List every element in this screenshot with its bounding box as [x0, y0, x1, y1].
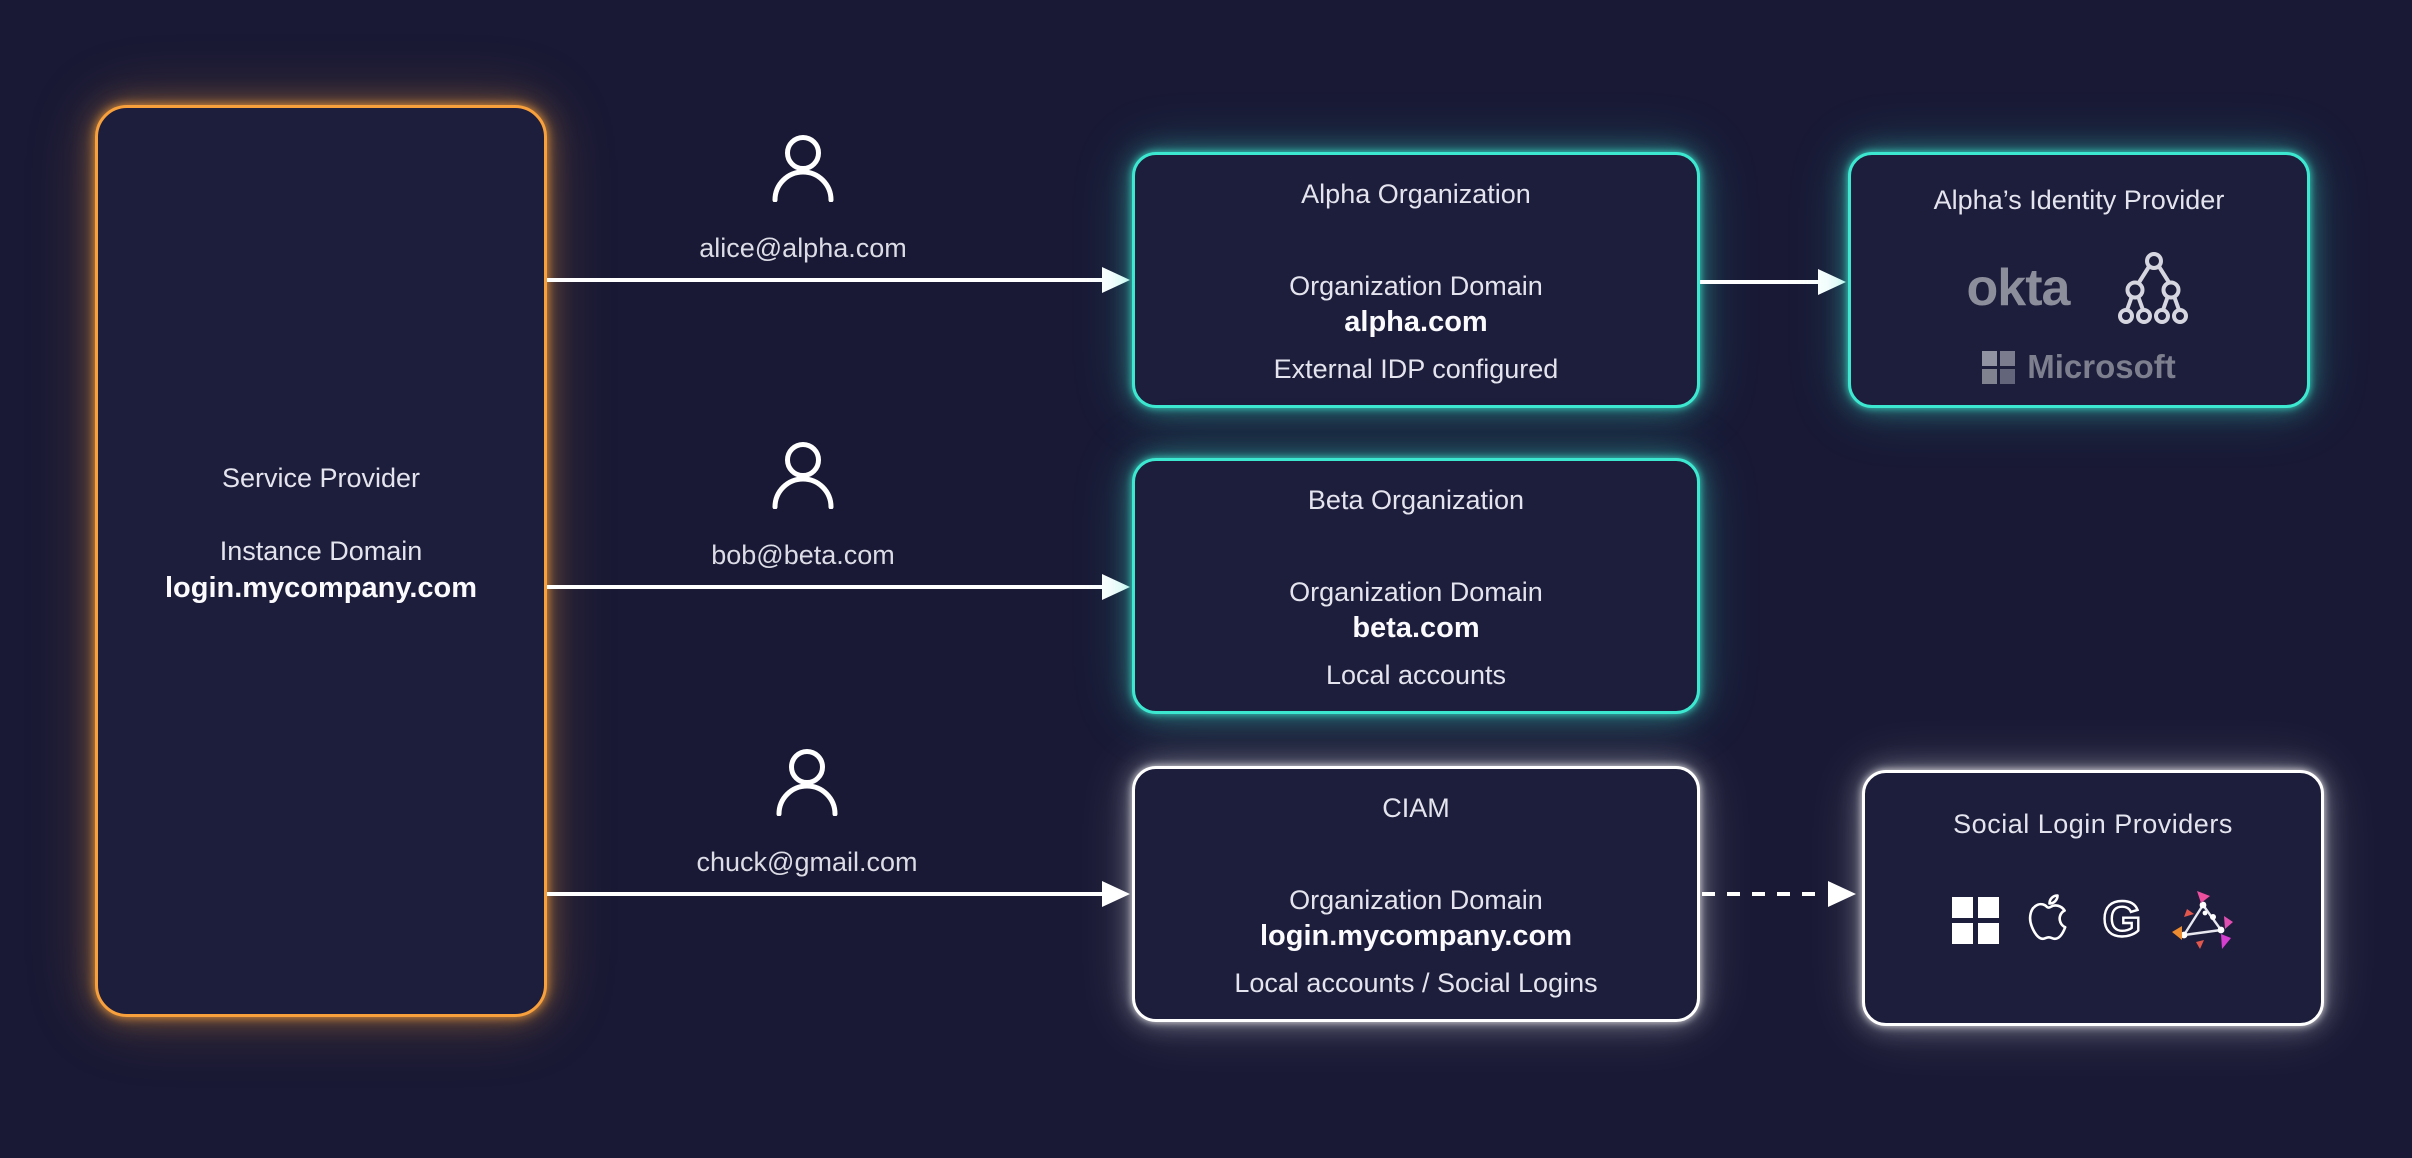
org-domain-label: Organization Domain [1289, 271, 1543, 301]
user-bob: bob@beta.com [688, 441, 918, 570]
microsoft-logo: Microsoft [1982, 348, 2176, 386]
social-triangle-icon [2171, 891, 2233, 949]
instance-domain-label: Instance Domain [219, 535, 423, 566]
user-email: alice@alpha.com [699, 233, 907, 263]
microsoft-squares-icon [1982, 350, 2016, 384]
beta-organization-box: Beta Organization Organization Domain be… [1132, 458, 1700, 714]
arrow-head-ciam-social [1828, 881, 1856, 907]
user-email: bob@beta.com [711, 540, 895, 570]
arrow-line-chuck [547, 892, 1104, 896]
org-domain-value: beta.com [1352, 612, 1480, 644]
arrow-head-alpha-idp [1818, 269, 1846, 295]
service-provider-box: Service Provider Instance Domain login.m… [95, 105, 547, 1017]
alpha-identity-provider-box: Alpha’s Identity Provider okta [1848, 152, 2310, 408]
org-domain-label: Organization Domain [1289, 885, 1543, 915]
user-chuck: chuck@gmail.com [692, 748, 922, 877]
svg-text:G: G [2102, 893, 2141, 947]
directory-tree-icon [2118, 252, 2189, 324]
org-domain-value: login.mycompany.com [1259, 920, 1573, 952]
org-domain-label: Organization Domain [1289, 577, 1543, 607]
arrow-head-bob [1102, 574, 1130, 600]
user-email: chuck@gmail.com [696, 847, 918, 877]
arrow-line-alice [547, 278, 1104, 282]
user-icon [772, 442, 834, 510]
service-provider-title: Service Provider [221, 462, 421, 493]
idp-title: Alpha’s Identity Provider [1933, 185, 2225, 215]
arrow-line-bob [547, 585, 1104, 589]
ciam-box: CIAM Organization Domain login.mycompany… [1132, 766, 1700, 1022]
arrow-head-chuck [1102, 881, 1130, 907]
org-note: Local accounts / Social Logins [1234, 968, 1598, 998]
dashed-arrow-line-ciam-social [1702, 892, 1826, 896]
user-icon [776, 749, 838, 817]
microsoft-wordmark: Microsoft [2027, 348, 2176, 385]
google-icon: G [2101, 893, 2142, 947]
alpha-organization-box: Alpha Organization Organization Domain a… [1132, 152, 1700, 408]
social-title: Social Login Providers [1953, 809, 2233, 839]
org-title: Beta Organization [1307, 485, 1525, 515]
okta-logo: okta [1966, 259, 2071, 317]
apple-icon [2028, 894, 2066, 941]
arrow-head-alice [1102, 267, 1130, 293]
org-note: External IDP configured [1273, 354, 1559, 384]
microsoft-icon [1951, 896, 1999, 944]
org-note: Local accounts [1325, 660, 1507, 690]
user-alice: alice@alpha.com [688, 134, 918, 263]
social-login-providers-box: Social Login Providers G [1862, 770, 2324, 1026]
instance-domain-value: login.mycompany.com [164, 571, 478, 604]
arrow-line-alpha-idp [1700, 280, 1820, 284]
org-title: CIAM [1382, 793, 1450, 823]
org-domain-value: alpha.com [1344, 306, 1488, 338]
user-icon [772, 135, 834, 203]
org-title: Alpha Organization [1301, 179, 1531, 209]
